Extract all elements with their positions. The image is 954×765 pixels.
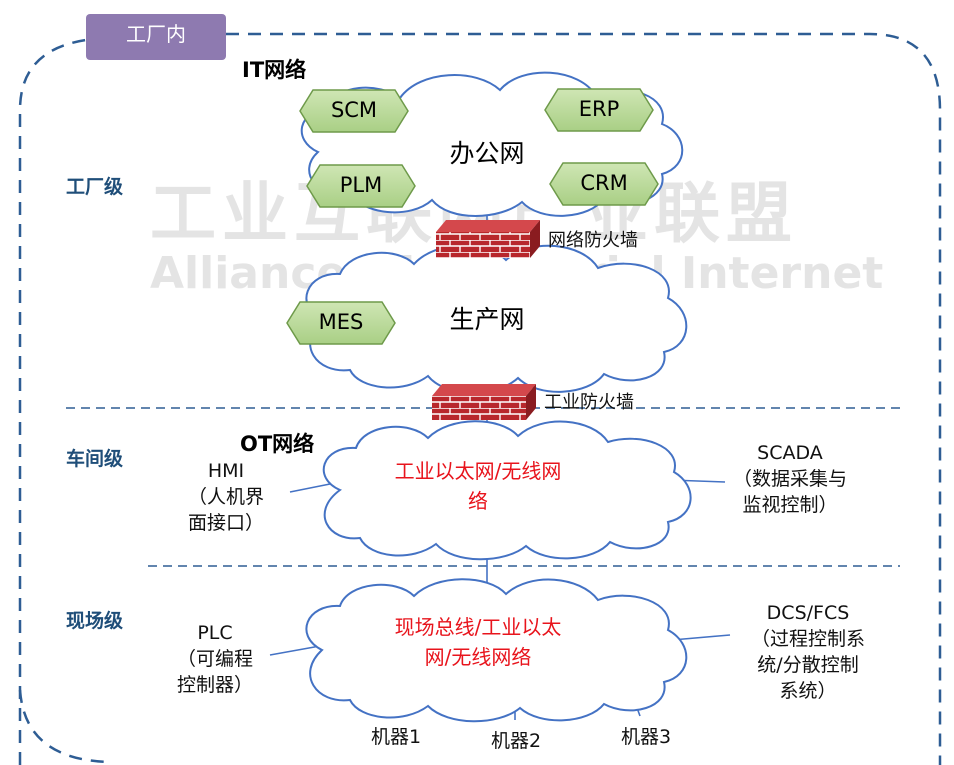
system-label-scm: SCM <box>330 98 378 122</box>
plc-label: PLC （可编程 控制器） <box>176 622 254 696</box>
hexagon-plm <box>306 164 416 208</box>
system-label-crm: CRM <box>580 171 628 195</box>
hexagon-mes <box>286 301 396 345</box>
level-label-field: 现场级 <box>66 610 124 632</box>
level-label-factory: 工厂级 <box>66 176 124 198</box>
machine-label-2: 机器2 <box>490 730 542 752</box>
connector-plc <box>269 645 321 656</box>
network-firewall-icon <box>436 220 540 258</box>
production-network-label: 生产网 <box>449 305 525 334</box>
cloud-workshop <box>322 420 692 561</box>
network-firewall-label: 网络防火墙 <box>548 230 638 251</box>
system-label-erp: ERP <box>578 97 620 121</box>
system-label-mes: MES <box>318 310 364 334</box>
machine-label-1: 机器1 <box>370 726 422 748</box>
factory-boundary-bottom <box>18 689 111 764</box>
field-network-label: 现场总线/工业以太 网/无线网络 <box>394 615 562 669</box>
system-label-plm: PLM <box>339 173 383 197</box>
hexagon-crm <box>549 162 659 206</box>
it-network-title: IT网络 <box>242 58 307 82</box>
industrial-firewall-label: 工业防火墙 <box>544 392 634 413</box>
factory-scope-tab: 工厂内 <box>86 14 226 60</box>
industrial-firewall-icon <box>432 384 536 420</box>
ot-network-title: OT网络 <box>240 432 315 456</box>
dcs-fcs-label: DCS/FCS （过程控制系 统/分散控制 系统） <box>750 602 866 702</box>
level-label-workshop: 车间级 <box>66 448 124 470</box>
hexagon-erp <box>544 88 654 132</box>
hexagon-scm <box>299 89 409 133</box>
connector-dcs <box>671 634 731 641</box>
cloud-production <box>305 244 688 394</box>
workshop-network-label: 工业以太网/无线网 络 <box>394 459 562 513</box>
machine-label-3: 机器3 <box>620 726 672 748</box>
scada-label: SCADA （数据采集与 监视控制） <box>732 442 848 516</box>
cloud-field <box>305 578 688 723</box>
hmi-label: HMI （人机界 面接口） <box>187 460 265 534</box>
office-network-label: 办公网 <box>449 139 525 168</box>
factory-boundary <box>18 32 942 765</box>
